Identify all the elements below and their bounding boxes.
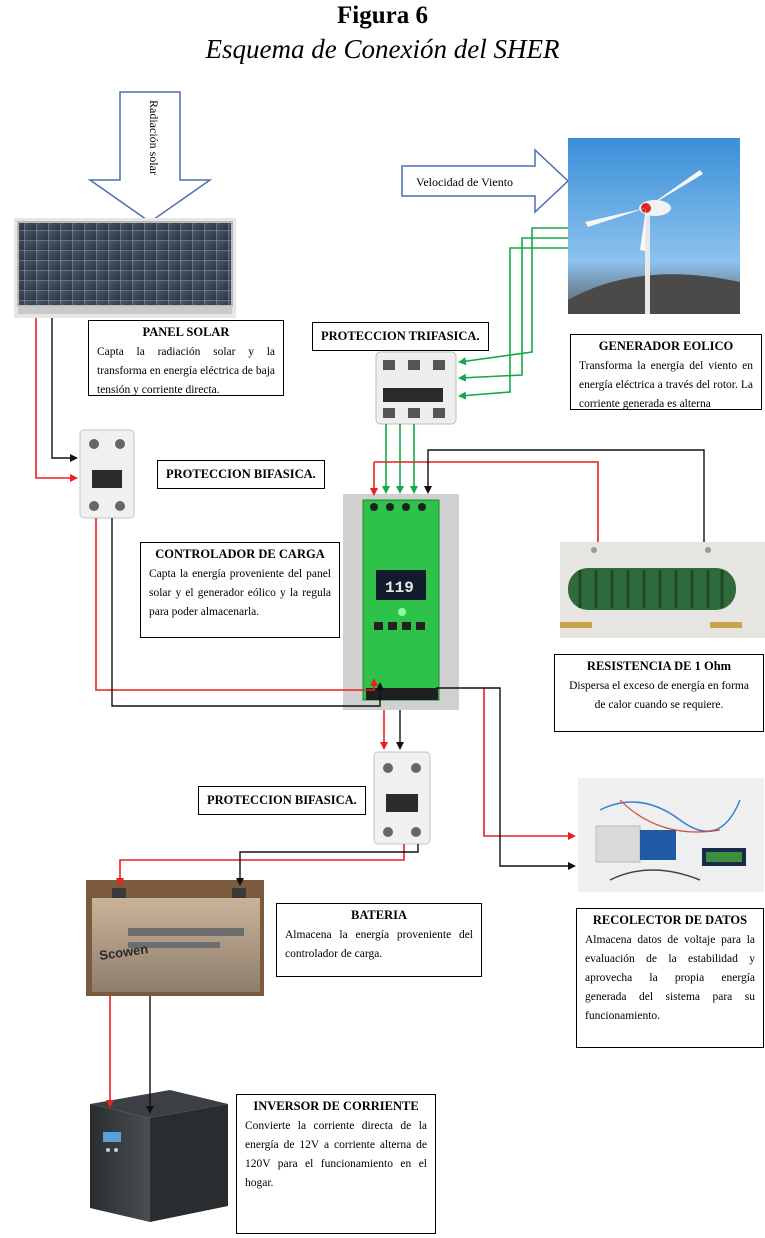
panel-solar-title: PANEL SOLAR (142, 325, 230, 339)
resistencia-box: RESISTENCIA DE 1 Ohm Dispersa el exceso … (554, 654, 764, 732)
proteccion-bifasica-1-label: PROTECCION BIFASICA. (157, 460, 325, 489)
recolector-description: Almacena datos de voltaje para la evalua… (585, 934, 755, 1022)
inversor-box: INVERSOR DE CORRIENTE Convierte la corri… (236, 1094, 436, 1234)
figure-title: Esquema de Conexión del SHER (205, 34, 560, 64)
controller-display: 119 (385, 579, 414, 597)
generador-eolico-description: Transforma la energía del viento en ener… (579, 360, 753, 410)
controlador-box: CONTROLADOR DE CARGA Capta la energía pr… (140, 542, 340, 638)
inversor-description: Convierte la corriente directa de la ene… (245, 1120, 427, 1189)
bateria-box: BATERIA Almacena la energía proveniente … (276, 903, 482, 977)
charge-controller-image (343, 494, 459, 710)
data-logger-image (578, 778, 764, 892)
panel-solar-description: Capta la radiación solar y la transforma… (97, 346, 275, 396)
controlador-description: Capta la energía proveniente del panel s… (149, 568, 331, 618)
wires-black (51, 318, 705, 1114)
battery-brand: Scowen (98, 941, 149, 963)
resistencia-description: Dispersa el exceso de energía en forma d… (569, 680, 749, 711)
inversor-title: INVERSOR DE CORRIENTE (253, 1099, 419, 1113)
solar-panel-image (14, 218, 236, 318)
resistor-image (560, 542, 765, 638)
panel-solar-box: PANEL SOLAR Capta la radiación solar y l… (88, 320, 284, 396)
three-phase-breaker-image (375, 351, 457, 425)
solar-radiation-arrow (87, 91, 213, 223)
bateria-description: Almacena la energía proveniente del cont… (285, 929, 473, 960)
breaker-2-image (373, 751, 431, 845)
figure-number: Figura 6 (337, 2, 428, 29)
proteccion-bifasica-2-label: PROTECCION BIFASICA. (198, 786, 366, 815)
controlador-title: CONTROLADOR DE CARGA (155, 547, 325, 561)
recolector-box: RECOLECTOR DE DATOS Almacena datos de vo… (576, 908, 764, 1048)
inverter-image (90, 1090, 228, 1222)
wind-turbine-image (568, 138, 740, 314)
bateria-title: BATERIA (350, 908, 408, 922)
wind-speed-label: Velocidad de Viento (416, 175, 513, 189)
battery-image (86, 880, 264, 996)
wind-speed-arrow (401, 148, 570, 214)
wires-green (382, 227, 568, 494)
resistencia-title: RESISTENCIA DE 1 Ohm (586, 659, 732, 673)
solar-radiation-label: Radiación solar (147, 100, 161, 175)
breaker-1-image (79, 429, 135, 519)
proteccion-trifasica-label: PROTECCION TRIFASICA. (312, 322, 489, 351)
generador-eolico-box: GENERADOR EOLICO Transforma la energía d… (570, 334, 762, 410)
recolector-title: RECOLECTOR DE DATOS (592, 913, 748, 927)
generador-eolico-title: GENERADOR EOLICO (598, 339, 734, 353)
